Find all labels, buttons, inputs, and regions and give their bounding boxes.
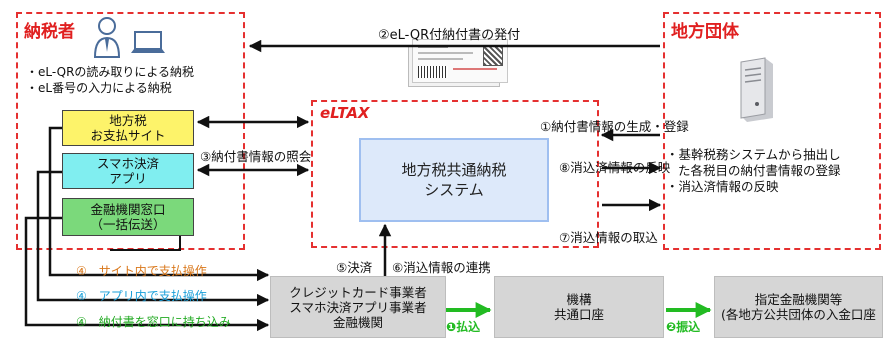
smartphone-app-box: スマホ決済 アプリ: [62, 153, 194, 189]
taxpayer-title: 納税者: [24, 22, 75, 42]
inquiry-label: ③納付書情報の照会: [200, 149, 312, 164]
person-icon: [93, 17, 121, 58]
organization-account-box: 機構 共通口座: [494, 276, 664, 338]
eltax-region: [311, 100, 599, 248]
transfer2-label: ❷振込: [666, 320, 701, 334]
pay-site-label: ④ サイト内で支払操作: [76, 264, 207, 278]
laptop-icon: [131, 31, 165, 53]
designated-bank-box: 指定金融機関等 (各地方公共団体の入金口座: [714, 276, 883, 338]
taxpayer-bullet-2: ・eL番号の入力による納税: [26, 81, 172, 95]
local-gov-bullets: ・基幹税務システムから抽出し た各税目の納付書情報の登録 ・消込済情報の反映: [666, 147, 841, 195]
payment-providers-box: クレジットカード事業者 スマホ決済アプリ事業者 金融機関: [270, 276, 446, 338]
pay-counter-label: ④ 納付書を窓口に持ち込み: [76, 315, 231, 329]
payment-site-box: 地方税 お支払サイト: [62, 110, 194, 146]
bank-counter-box: 金融機関窓口 （一括伝送）: [62, 198, 194, 236]
local-gov-bullet-1: ・基幹税務システムから抽出し: [666, 147, 841, 162]
local-gov-bullet-2: た各税目の納付書情報の登録: [678, 163, 841, 178]
common-tax-system-box: 地方税共通納税 システム: [359, 138, 549, 222]
taxpayer-bullet-1: ・eL-QRの読み取りによる納税: [26, 65, 195, 79]
pay-app-label: ④ アプリ内で支払操作: [76, 289, 207, 303]
settle-label: ⑤決済: [336, 260, 373, 275]
eltax-title: eLTAX: [320, 104, 370, 122]
generate-label: ①納付書情報の生成・登録: [540, 119, 689, 134]
transfer1-label: ❶払込: [446, 320, 481, 334]
local-gov-title: 地方団体: [671, 22, 739, 42]
issue-label: ②eL-QR付納付書の発付: [378, 28, 521, 43]
taxpayer-bullets: ・eL-QRの読み取りによる納税 ・eL番号の入力による納税: [26, 64, 194, 96]
local-gov-region: [663, 12, 881, 250]
server-icon: [740, 57, 773, 122]
fetch-label: ⑦消込情報の取込: [559, 230, 658, 245]
reflect-label: ⑧消込済情報の反映: [559, 160, 671, 175]
link-label: ⑥消込情報の連携: [392, 260, 491, 275]
local-gov-bullet-3: ・消込済情報の反映: [666, 179, 779, 194]
